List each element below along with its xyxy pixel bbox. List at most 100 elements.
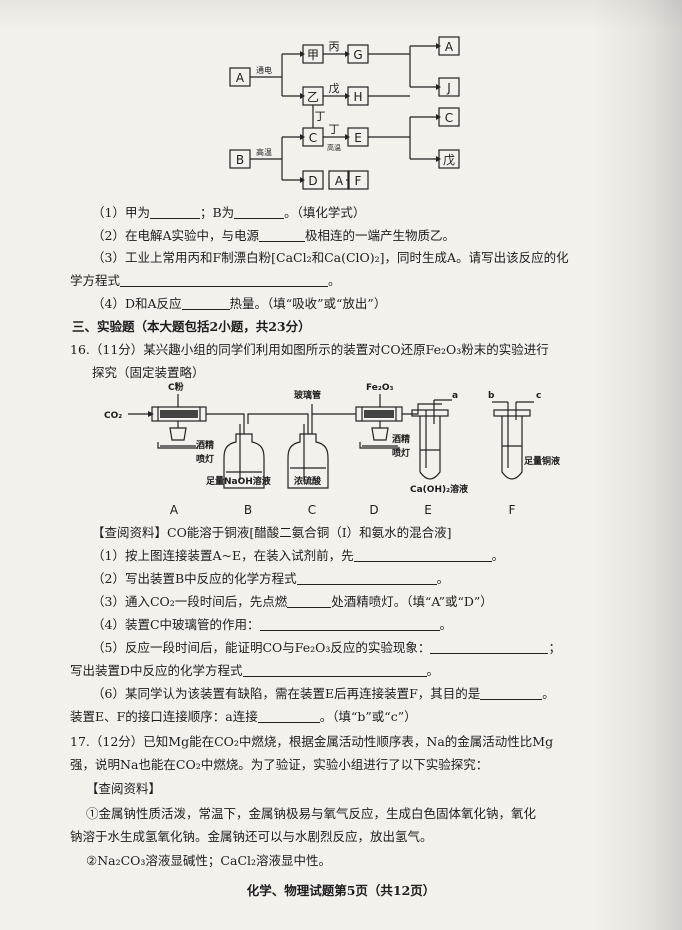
label-lamp-a-line2: 喷灯	[196, 453, 214, 465]
q16-part3: （3）通入CO₂一段时间后，先点燃 处酒精喷灯。（填“A”或“D”）	[92, 593, 652, 611]
q16-p1-text: （1）按上图连接装置A~E，在装入试剂前，先	[92, 548, 354, 563]
label-wu: 戊	[329, 82, 340, 95]
label-glass-tube: 玻璃管	[294, 389, 321, 401]
diagram-box-c: C	[309, 131, 317, 145]
label-port-a: a	[452, 391, 458, 401]
q17-info-item2: ②Na₂CO₃溶液显碱性；CaCl₂溶液显中性。	[86, 853, 332, 868]
q15-part1: （1）甲为 ；B为 。（填化学式）	[92, 204, 652, 222]
q15-p2-blank[interactable]	[258, 227, 305, 242]
q16-p6-blank-2[interactable]	[257, 708, 320, 723]
diagram-box-jia: 甲	[307, 48, 319, 62]
q16-p4-text-b: 。	[439, 617, 453, 632]
q15-p4-text: （4）D和A反应	[92, 296, 182, 311]
q15-p3-text-b: 学方程式	[70, 273, 121, 288]
apparatus-diagram: CO₂ C粉 玻璃管 Fe₂O₃ 酒精 喷灯 酒精 喷灯 足量NaOH溶液 浓硫…	[104, 381, 561, 495]
page-fold-shadow	[0, 0, 682, 30]
q16-intro-line2: 探究（固定装置略）	[92, 365, 205, 380]
q16-p4-text: （4）装置C中玻璃管的作用：	[92, 617, 260, 632]
diagram-box-yi: 乙	[307, 90, 319, 104]
q15-p1-blank-b[interactable]	[234, 204, 285, 219]
q15-p2-text: （2）在电解A实验中，与电源	[92, 228, 259, 243]
q15-p1-text-c: 。（填化学式）	[284, 205, 366, 220]
device-label-c: C	[308, 503, 316, 517]
diagram-box-d: D	[308, 174, 317, 188]
device-label-f: F	[509, 503, 516, 517]
diagram-out-a: A	[445, 40, 454, 54]
q16-reference-info: 【查阅资料】CO能溶于铜液[醋酸二氨合铜（Ⅰ）和氨水的混合液]	[92, 525, 452, 540]
q16-p5-blank-2[interactable]	[242, 662, 427, 677]
diagram-box-h: H	[353, 90, 362, 104]
q15-p1-text-b: ；B为	[199, 205, 235, 220]
device-label-d: D	[369, 503, 378, 517]
q16-p5-text-c: 写出装置D中反应的化学方程式	[70, 663, 243, 678]
diagram-box-a: A	[236, 71, 245, 85]
q16-part5: （5）反应一段时间后，能证明CO与Fe₂O₃反应的实验现象： ；	[92, 639, 652, 657]
label-bing: 丙	[329, 40, 340, 53]
q17-intro-line1: 17.（12分）已知Mg能在CO₂中燃烧，根据金属活动性顺序表，Na的金属活动性…	[70, 734, 554, 749]
q15-p1-text: （1）甲为	[92, 205, 150, 220]
q16-p3-text-b: 处酒精喷灯。（填“A”或“D”）	[331, 594, 493, 609]
label-copper-solution: 足量铜液	[524, 455, 561, 467]
q16-p6-text-d: 。（填“b”或“c”）	[319, 709, 417, 724]
q16-part6-cont: 装置E、F的接口连接顺序：a连接。（填“b”或“c”）	[70, 708, 630, 726]
label-high-temp: 高温	[256, 147, 272, 157]
q15-part3-cont: 学方程式 。	[70, 272, 630, 290]
q16-p6-blank[interactable]	[480, 685, 543, 700]
q15-p3-blank[interactable]	[120, 272, 329, 287]
q16-p4-blank[interactable]	[259, 616, 440, 631]
q15-p4-text-b: 热量。（填“吸收”或“放出”）	[229, 296, 387, 311]
q16-p1-blank[interactable]	[353, 547, 492, 562]
q16-p6-text: （6）某同学认为该装置有缺陷，需在装置E后再连接装置F，其目的是	[92, 686, 481, 701]
q16-p6-text-b: 。	[542, 686, 555, 701]
q15-p3-text-c: 。	[328, 273, 341, 288]
q15-p2-text-b: 极相连的一端产生物质乙。	[304, 228, 455, 243]
label-ding: 丁	[315, 110, 326, 123]
q17-info-item1-line1: ①金属钠性质活泼，常温下，金属钠极易与氧气反应，生成白色固体氧化钠，氧化	[86, 806, 537, 821]
label-caoh2: Ca(OH)₂溶液	[410, 483, 469, 495]
apparatus-letters: A B C D E F	[170, 503, 516, 517]
section-heading-experiments: 三、实验题（本大题包括2小题，共23分）	[72, 319, 311, 334]
q15-p4-blank[interactable]	[181, 295, 230, 310]
label-high-temp2: 高温	[327, 143, 341, 152]
q16-part1: （1）按上图连接装置A~E，在装入试剂前，先 。	[92, 547, 652, 565]
label-lamp-d-line2: 喷灯	[392, 447, 410, 459]
diagram-box-b: B	[236, 153, 244, 167]
label-ding2: 丁	[329, 123, 340, 136]
q15-p1-blank-jia[interactable]	[149, 204, 200, 219]
q16-p3-text: （3）通入CO₂一段时间后，先点燃	[92, 594, 288, 609]
q15-part4: （4）D和A反应 热量。（填“吸收”或“放出”）	[92, 295, 652, 313]
page-edge-shadow	[592, 0, 682, 930]
diagram-box-a2: A	[335, 174, 344, 188]
q16-part5-cont: 写出装置D中反应的化学方程式 。	[70, 662, 630, 680]
q15-part3: （3）工业上常用丙和F制漂白粉[CaCl₂和Ca(ClO)₂]，同时生成A。请写…	[92, 249, 652, 267]
label-port-c: c	[536, 391, 541, 401]
q16-p2-text-b: 。	[436, 571, 450, 586]
label-co2: CO₂	[104, 411, 122, 421]
diagram-out-j: J	[446, 81, 451, 95]
q16-part2: （2）写出装置B中反应的化学方程式 。	[92, 570, 652, 588]
q16-p2-text: （2）写出装置B中反应的化学方程式	[92, 571, 297, 586]
diagram-box-f: F	[355, 174, 362, 188]
q16-p5-text-d: 。	[426, 663, 440, 678]
device-label-b: B	[244, 503, 252, 517]
device-label-e: E	[424, 503, 432, 517]
q16-p2-blank[interactable]	[296, 570, 437, 585]
q16-p5-text: （5）反应一段时间后，能证明CO与Fe₂O₃反应的实验现象：	[92, 640, 431, 655]
reaction-flow-diagram: A B 甲 乙 C D G H E A F A J C 戊 通电 高温 丙 戊 …	[229, 36, 460, 190]
q16-p5-blank[interactable]	[430, 639, 549, 654]
q16-part6: （6）某同学认为该装置有缺陷，需在装置E后再连接装置F，其目的是 。	[92, 685, 652, 703]
diagram-box-g: G	[353, 48, 362, 62]
diagram-out-wu: 戊	[443, 153, 455, 167]
label-carbon-powder: C粉	[168, 381, 184, 393]
q15-part2: （2）在电解A实验中，与电源 极相连的一端产生物质乙。	[92, 227, 652, 245]
label-naoh: 足量NaOH溶液	[206, 475, 272, 487]
q16-p5-text-b: ；	[548, 640, 561, 655]
q15-p3-text: （3）工业上常用丙和F制漂白粉[CaCl₂和Ca(ClO)₂]，同时生成A。请写…	[92, 250, 569, 265]
q16-p1-text-b: 。	[491, 548, 505, 563]
q16-p3-blank[interactable]	[287, 593, 332, 608]
q16-part4: （4）装置C中玻璃管的作用： 。	[92, 616, 652, 634]
label-port-b: b	[488, 391, 495, 401]
device-label-a: A	[170, 503, 179, 517]
label-fe2o3: Fe₂O₃	[366, 383, 393, 393]
q17-reference-heading: 【查阅资料】	[86, 781, 162, 796]
